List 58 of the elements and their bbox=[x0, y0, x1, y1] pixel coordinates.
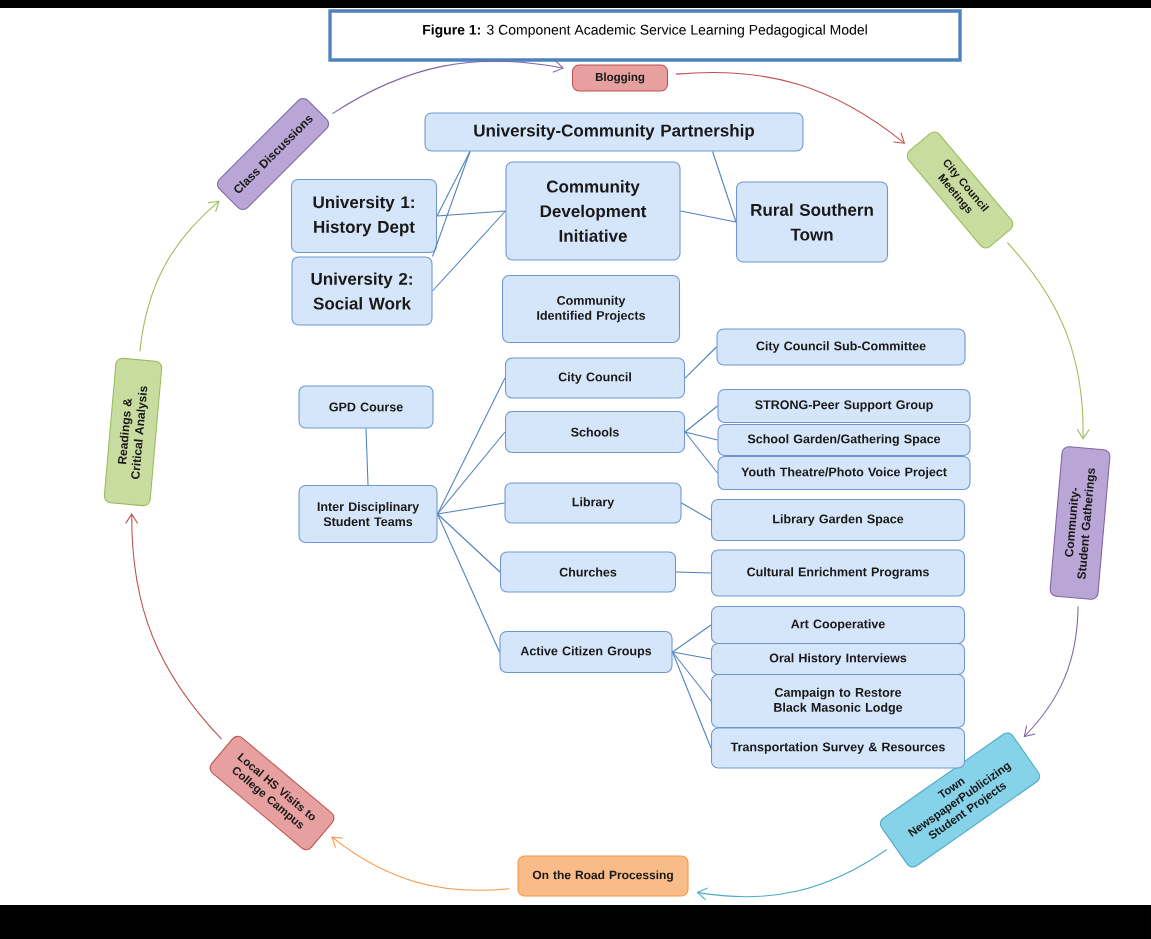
arrow bbox=[125, 513, 223, 740]
connector-line bbox=[432, 151, 471, 257]
concept-box: Community Identified Projects bbox=[501, 274, 681, 344]
arrow bbox=[675, 71, 906, 144]
connector-line bbox=[672, 651, 712, 749]
concept-box: GPD Course bbox=[298, 385, 434, 429]
concept-box: University-Community Partnership bbox=[424, 112, 804, 152]
concept-box: Youth Theatre/Photo Voice Project bbox=[717, 455, 971, 491]
concept-box: Active Citizen Groups bbox=[499, 630, 673, 674]
connector-line bbox=[680, 210, 737, 223]
concept-box: University 2: Social Work bbox=[291, 256, 433, 326]
connector-line bbox=[712, 151, 737, 223]
connector-line bbox=[684, 346, 717, 379]
arrow bbox=[331, 59, 565, 115]
connector-line bbox=[672, 651, 712, 702]
activity-box: Community-Student Gatherings bbox=[1049, 446, 1111, 600]
concept-box: University 1: History Dept bbox=[290, 178, 438, 254]
connector-line bbox=[684, 405, 718, 433]
concept-box: Library Garden Space bbox=[710, 498, 966, 542]
activity-box: Readings & Critical Analysis bbox=[103, 357, 163, 507]
concept-box: Schools bbox=[504, 410, 686, 454]
concept-box: Cultural Enrichment Programs bbox=[710, 549, 966, 597]
arrow bbox=[1023, 605, 1079, 738]
concept-box: City Council bbox=[504, 357, 686, 399]
connector-line bbox=[436, 210, 506, 217]
connector-line bbox=[672, 624, 712, 653]
connector-line bbox=[672, 651, 712, 660]
concept-box: Community Development Initiative bbox=[505, 161, 681, 261]
arrow bbox=[696, 848, 888, 901]
connector-line bbox=[432, 210, 506, 292]
arrow bbox=[331, 836, 511, 891]
concept-box: Library bbox=[504, 482, 682, 524]
concept-box: Rural Southern Town bbox=[736, 181, 889, 263]
concept-box: Transportation Survey & Resources bbox=[710, 727, 966, 769]
activity-box: On the Road Processing bbox=[517, 855, 689, 897]
concept-box: Art Cooperative bbox=[710, 605, 966, 645]
connector-line bbox=[675, 571, 712, 574]
connector-line bbox=[684, 431, 718, 474]
connector-line bbox=[437, 513, 501, 573]
arrow bbox=[1006, 242, 1090, 440]
connector-line bbox=[437, 513, 500, 653]
concept-box: STRONG-Peer Support Group bbox=[717, 388, 971, 424]
connector-line bbox=[437, 502, 505, 515]
activity-box: Blogging bbox=[571, 64, 669, 92]
concept-box: Oral History Interviews bbox=[710, 642, 966, 676]
concept-box: Campaign to Restore Black Masonic Lodge bbox=[710, 673, 966, 729]
connector-line bbox=[365, 428, 369, 486]
connector-line bbox=[437, 377, 506, 515]
arrow bbox=[139, 200, 220, 352]
connector-line bbox=[684, 431, 718, 441]
concept-box: City Council Sub-Committee bbox=[716, 328, 966, 366]
connector-line bbox=[437, 431, 506, 515]
title: Figure 1: 3 Component Academic Service Learning Pedagogical Model bbox=[328, 9, 962, 62]
connector-line bbox=[681, 502, 712, 521]
connector-line bbox=[436, 151, 471, 217]
concept-box: Churches bbox=[499, 551, 677, 593]
concept-box: School Garden/Gathering Space bbox=[717, 423, 971, 457]
concept-box: Inter Disciplinary Student Teams bbox=[298, 484, 438, 544]
